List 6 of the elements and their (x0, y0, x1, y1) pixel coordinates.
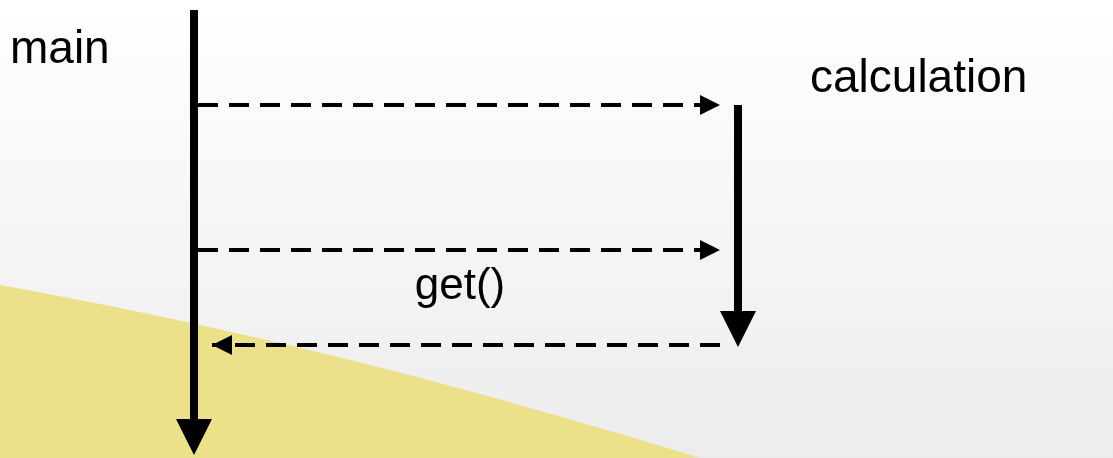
dashed-arrow (198, 95, 720, 115)
edge-label: get() (414, 262, 506, 306)
dashed-arrow (212, 335, 720, 355)
thread-name: calculation (810, 53, 1028, 99)
dashed-arrow (198, 240, 720, 260)
thread-name: main (10, 24, 110, 70)
